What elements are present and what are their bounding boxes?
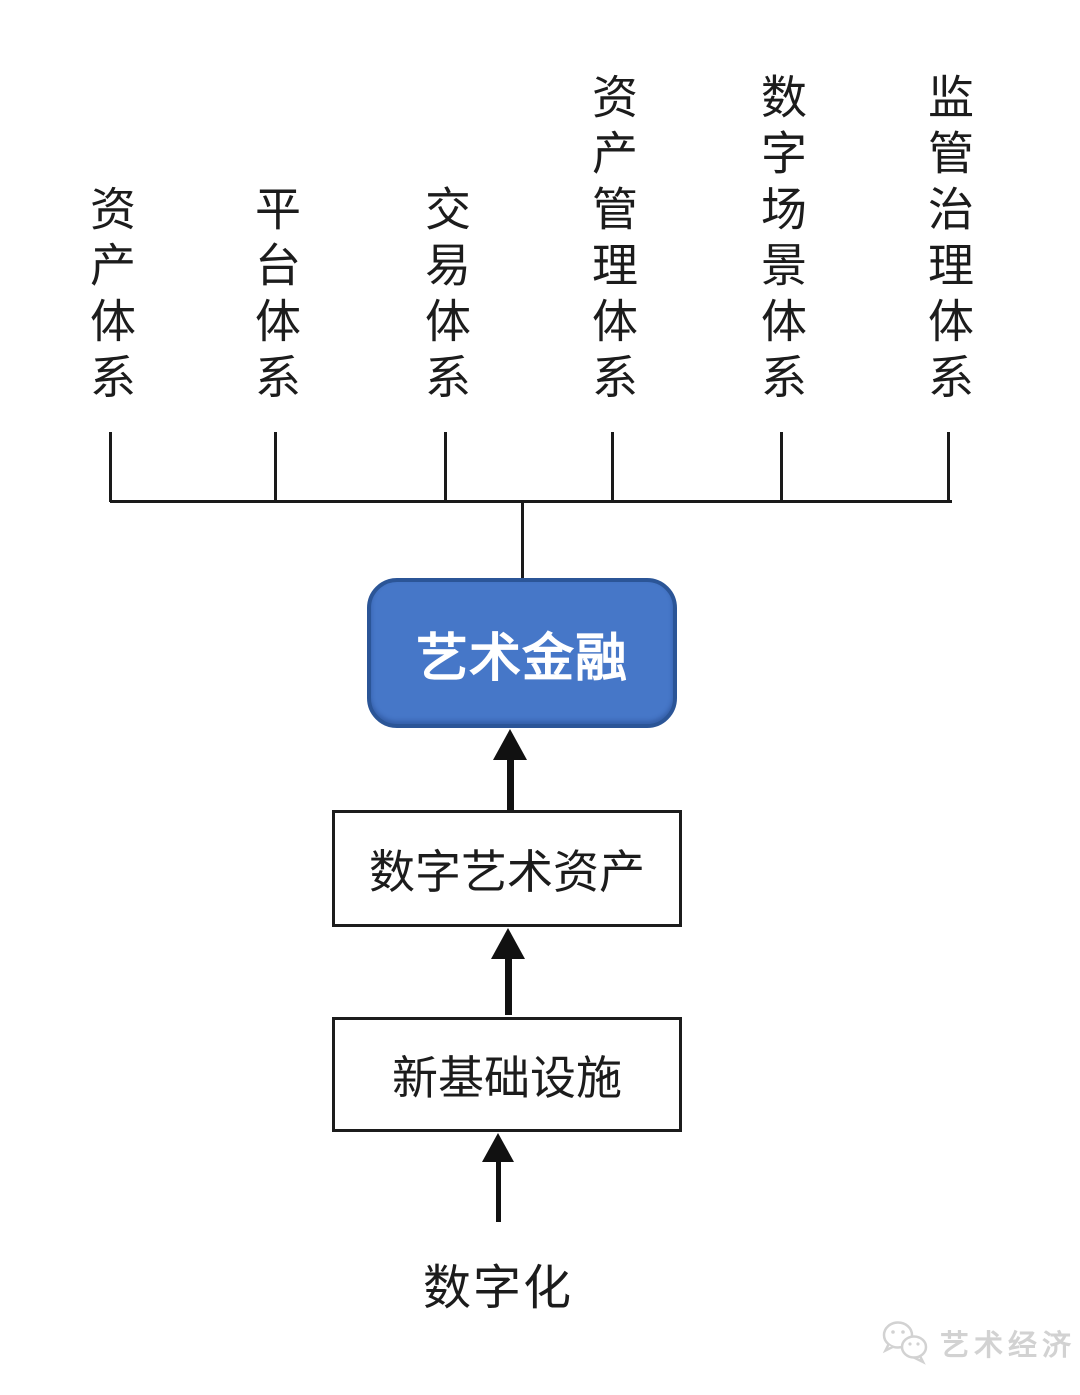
watermark-label: 艺术经济 — [940, 1330, 1077, 1362]
up-arrow-3 — [482, 1133, 514, 1222]
watermark: 艺术经济 — [878, 1318, 1076, 1368]
system-label-digital-scene: 数字场景体系 — [755, 73, 806, 409]
system-label-regulatory-governance: 监管治理体系 — [922, 73, 973, 409]
connector-stem-line — [521, 502, 524, 578]
new-infrastructure-box: 新基础设施 — [332, 1017, 682, 1132]
digital-art-assets-box: 数字艺术资产 — [332, 810, 682, 927]
arrow-shaft — [504, 959, 512, 1015]
arrowhead-icon — [482, 1133, 514, 1162]
connector-drop-line-4 — [611, 432, 614, 502]
connector-drop-line-3 — [444, 432, 447, 502]
digital-art-assets-label: 数字艺术资产 — [369, 846, 645, 898]
new-infrastructure-label: 新基础设施 — [392, 1052, 622, 1104]
art-finance-label: 艺术金融 — [415, 630, 628, 688]
connector-horizontal-line — [110, 500, 952, 503]
up-arrow-1 — [493, 729, 527, 810]
system-label-asset: 资产体系 — [84, 185, 135, 409]
system-label-platform: 平台体系 — [249, 185, 300, 409]
connector-drop-line-5 — [780, 432, 783, 502]
system-label-asset-management: 资产管理体系 — [586, 73, 637, 409]
arrow-shaft — [506, 760, 514, 810]
arrowhead-icon — [491, 928, 525, 959]
digitalization-label: 数字化 — [422, 1262, 573, 1315]
wechat-bubbles-icon — [882, 1321, 928, 1365]
art-finance-box: 艺术金融 — [367, 578, 677, 728]
arrow-shaft — [495, 1162, 501, 1222]
connector-drop-line-1 — [109, 432, 112, 502]
connector-drop-line-2 — [274, 432, 277, 502]
arrowhead-icon — [493, 729, 527, 760]
system-label-trading: 交易体系 — [419, 185, 470, 409]
connector-drop-line-6 — [947, 432, 950, 502]
up-arrow-2 — [491, 928, 525, 1015]
